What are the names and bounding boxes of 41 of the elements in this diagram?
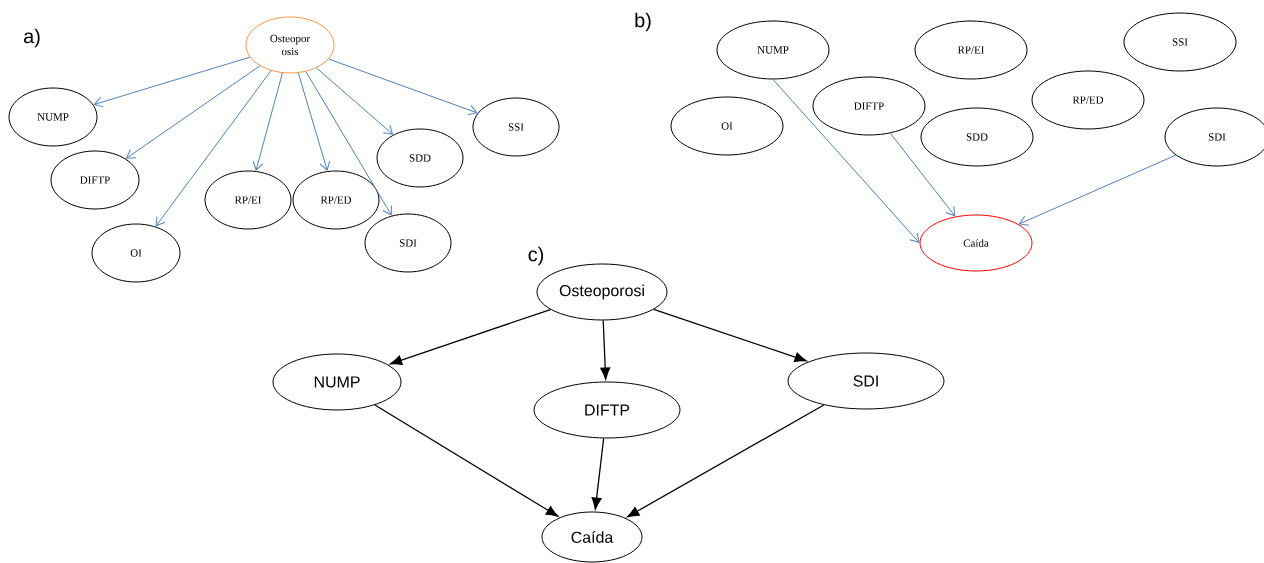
panel-label: c) <box>528 246 544 266</box>
arrow <box>305 71 392 216</box>
ellipse-node: DIFTP <box>812 76 926 136</box>
arrow <box>155 70 272 227</box>
arrow <box>374 404 559 517</box>
arrow <box>297 72 331 171</box>
arrow <box>315 67 394 135</box>
ellipse-node: DIFTP <box>533 381 681 439</box>
ellipse-node: RP/ED <box>1031 70 1145 130</box>
ellipse-node: Caída <box>919 214 1033 272</box>
ellipse-node: NUMP <box>8 87 98 147</box>
panel-label: b) <box>635 12 651 32</box>
ellipse-node: Osteopor osis <box>245 16 335 74</box>
ellipse-node: DIFTP <box>50 150 140 210</box>
ellipse-node: SSI <box>472 97 560 157</box>
ellipse-node: RP/EI <box>914 20 1028 80</box>
arrow <box>772 79 920 243</box>
ellipse-node: RP/ED <box>292 170 380 230</box>
ellipse-node: SDD <box>920 107 1034 167</box>
ellipse-node: SSI <box>1123 12 1237 72</box>
ellipse-node: SDI <box>787 352 945 410</box>
arrow <box>93 56 251 108</box>
ellipse-node: OI <box>670 96 784 156</box>
panel-label: a) <box>24 28 40 48</box>
ellipse-node: SDI <box>364 213 452 273</box>
arrow <box>889 132 956 217</box>
arrow <box>591 437 605 510</box>
arrow <box>328 58 478 116</box>
arrow <box>653 308 807 363</box>
arrow <box>252 72 283 171</box>
arrow <box>1018 154 1177 226</box>
arrow <box>600 319 611 380</box>
ellipse-node: OI <box>91 223 181 283</box>
ellipse-node: NUMP <box>716 20 830 80</box>
ellipse-node: RP/EI <box>204 170 292 230</box>
ellipse-node: NUMP <box>272 353 402 411</box>
ellipse-node: Caída <box>541 511 643 563</box>
arrow <box>126 65 261 159</box>
arrow <box>627 404 825 518</box>
ellipse-node: SDD <box>376 128 464 188</box>
arrow <box>389 308 552 366</box>
